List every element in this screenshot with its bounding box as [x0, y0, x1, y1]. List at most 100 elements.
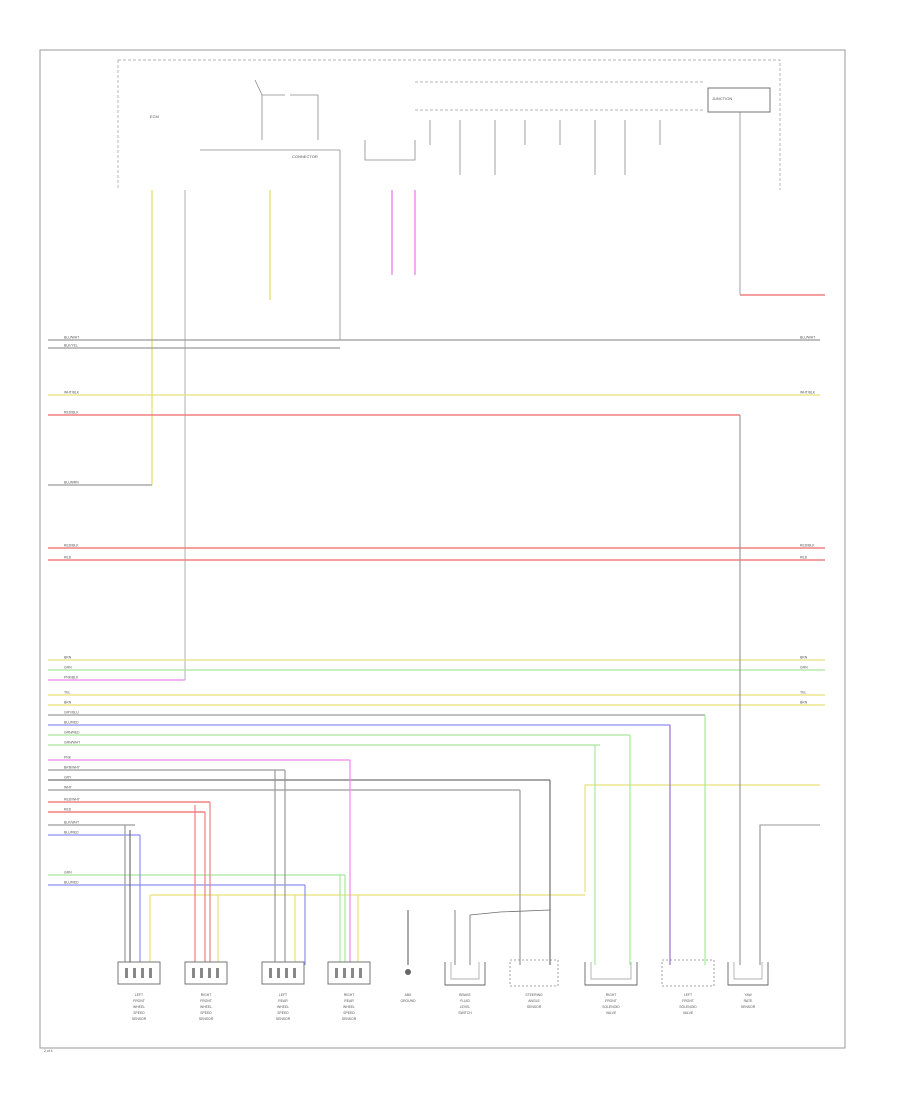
bus-label: BLK/WHT — [64, 821, 79, 825]
component-label: WHEEL — [200, 1005, 212, 1009]
module-boundary — [117, 59, 781, 190]
component-label: WHEEL — [343, 1005, 355, 1009]
bus-label: GRN/RED — [64, 731, 80, 735]
bus-label: BLU/RED — [64, 881, 79, 885]
component-3: LEFT REAR WHEEL SPEED SENSOR — [261, 961, 305, 1021]
bus-lines — [48, 294, 825, 935]
component-label: STEERING — [525, 993, 543, 997]
bus-label: BLU/BRN — [64, 481, 79, 485]
top-label-connector: CONNECTOR — [292, 154, 318, 159]
component-label: BRAKE — [459, 993, 471, 997]
component-label: REAR — [278, 999, 288, 1003]
bus-line — [759, 824, 820, 935]
component-label: SOLENOID — [602, 1005, 620, 1009]
component-label: FRONT — [605, 999, 617, 1003]
bus-label-right: RED — [800, 556, 808, 560]
top-pigtails — [151, 190, 416, 680]
component-label: WHEEL — [277, 1005, 289, 1009]
component-4: RIGHT REAR WHEEL SPEED SENSOR — [327, 961, 371, 1021]
bus-label: RED/BLK — [64, 544, 79, 548]
bus-label: BLK/YEL — [64, 344, 78, 348]
component-label: FRONT — [682, 999, 694, 1003]
component-label: REAR — [344, 999, 354, 1003]
component-row: LEFT FRONT WHEEL SPEED SENSOR RIGHT FRONT WHEEL… — [117, 959, 769, 1021]
bus-line — [584, 784, 820, 892]
component-1: LEFT FRONT WHEEL SPEED SENSOR — [117, 961, 161, 1021]
component-label: ANGLE — [528, 999, 540, 1003]
bus-label: YEL — [64, 691, 71, 695]
bus-label: BRN/WHT — [64, 766, 80, 770]
fuse-row-boundary — [415, 81, 705, 111]
component-label: FLUID — [460, 999, 470, 1003]
component-label: VALVE — [606, 1011, 617, 1015]
component-9: LEFT FRONT SOLENOID VALVE — [661, 959, 715, 1015]
component-label: FRONT — [200, 999, 212, 1003]
bus-label: GRY/BLU — [64, 711, 79, 715]
component-label: LEFT — [135, 993, 143, 997]
component-7: STEERING ANGLE SENSOR — [509, 959, 559, 1009]
component-label: SENSOR — [199, 1017, 214, 1021]
diagram-frame — [39, 49, 846, 1049]
component-label: SWITCH — [458, 1011, 472, 1015]
bus-label: BLU/RED — [64, 721, 79, 725]
bus-label: WHT/BLK — [64, 391, 80, 395]
component-label: SPEED — [200, 1011, 212, 1015]
component-8: RIGHT FRONT SOLENOID VALVE — [584, 962, 638, 1015]
component-label: LEVEL — [460, 1005, 471, 1009]
page-number: 2 of 4 — [44, 1049, 53, 1053]
component-label: SPEED — [133, 1011, 145, 1015]
bus-label-group: BLU/WHT BLU/WHT BLK/YEL WHT/BLK WHT/BLK RED/B… — [64, 336, 816, 885]
component-label: SENSOR — [132, 1017, 147, 1021]
component-5: ABS GROUND — [400, 969, 416, 1003]
bus-label-right: BLU/WHT — [800, 336, 815, 340]
component-label: RIGHT — [344, 993, 355, 997]
bus-label: WHT — [64, 786, 72, 790]
bus-label-right: RED/BLK — [800, 544, 815, 548]
top-label-ecm: ECM — [150, 114, 159, 119]
drop-line — [469, 909, 551, 916]
bus-label: PNK/BLK — [64, 676, 79, 680]
bus-label: BRN — [64, 656, 72, 660]
component-label: ABS — [405, 993, 413, 997]
bus-label: BLU/RED — [64, 831, 79, 835]
component-label: RIGHT — [201, 993, 212, 997]
component-label: LEFT — [279, 993, 287, 997]
bus-label-right: WHT/BLK — [800, 391, 816, 395]
component-2: RIGHT FRONT WHEEL SPEED SENSOR — [184, 961, 228, 1021]
bus-label-right: BRN — [800, 701, 808, 705]
top-label-junction: JUNCTION — [712, 96, 732, 101]
bus-label: BRN — [64, 701, 72, 705]
component-label: SPEED — [277, 1011, 289, 1015]
component-6: BRAKE FLUID LEVEL SWITCH — [444, 962, 486, 1015]
bus-label: BLU/WHT — [64, 336, 79, 340]
bus-label-right: GRN — [800, 666, 808, 670]
bus-label: RED/WHT — [64, 798, 80, 802]
bus-label: GRN — [64, 871, 72, 875]
bus-label-right: YEL — [800, 691, 807, 695]
component-label: SENSOR — [342, 1017, 357, 1021]
bus-label: RED — [64, 556, 72, 560]
bus-label: GRY — [64, 776, 72, 780]
component-label: GROUND — [400, 999, 416, 1003]
component-label: FRONT — [133, 999, 145, 1003]
bus-label: RED/BLK — [64, 411, 79, 415]
component-label: SENSOR — [276, 1017, 291, 1021]
drop-lines — [124, 415, 761, 965]
component-label: VALVE — [683, 1011, 694, 1015]
component-label: RIGHT — [606, 993, 617, 997]
component-label: WHEEL — [133, 1005, 145, 1009]
component-label: LEFT — [684, 993, 692, 997]
component-label: SENSOR — [741, 1005, 756, 1009]
component-label: SPEED — [343, 1011, 355, 1015]
bus-label: PNK — [64, 756, 72, 760]
component-label: SOLENOID — [679, 1005, 697, 1009]
component-label: SENSOR — [527, 1005, 542, 1009]
top-switches — [200, 79, 771, 340]
component-label: RATE — [744, 999, 754, 1003]
bus-label: GRN — [64, 666, 72, 670]
bus-label: RED — [64, 808, 72, 812]
bus-label-right: BRN — [800, 656, 808, 660]
bus-label: GRN/WHT — [64, 741, 80, 745]
